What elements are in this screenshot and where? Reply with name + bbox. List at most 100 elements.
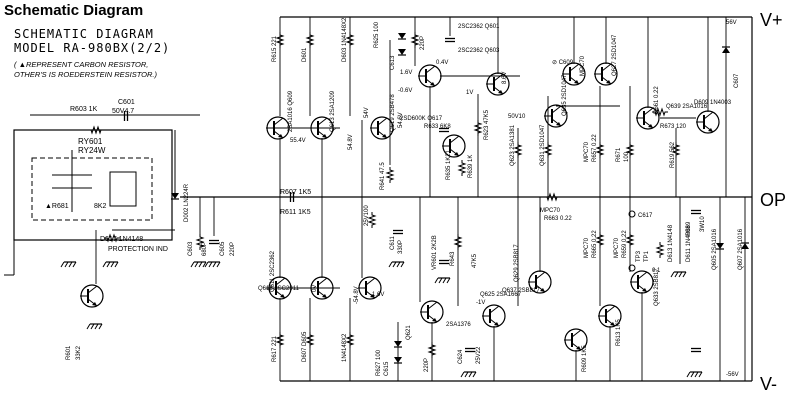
- d611-label: Q607 2SA1016: [738, 228, 744, 270]
- c603-value: 220P: [230, 242, 236, 256]
- r661-label: R657 0.22: [592, 134, 598, 162]
- r615-label: D603 1N4148X2: [342, 17, 348, 62]
- q609-label: Q619 2SB478: [390, 94, 396, 132]
- c607-value: 330P: [398, 240, 404, 254]
- r601-value: 680P: [202, 242, 208, 256]
- r617-label: 1N4148X2: [342, 333, 348, 362]
- tp3-point: [628, 210, 636, 218]
- c605-value: R611 1K5: [280, 209, 311, 216]
- c613-label: 2SC2362 Q601: [458, 24, 500, 30]
- protection-label: R601: [66, 345, 72, 360]
- r623-label: R641 47.5: [380, 162, 386, 190]
- rail-56v-label: 56V: [726, 20, 737, 26]
- q621-symbol: [481, 304, 506, 328]
- transistors: [79, 62, 720, 352]
- c603-label: C605: [220, 241, 226, 256]
- r643-value: R663 0.22: [544, 216, 572, 222]
- tp1-point: [628, 264, 636, 272]
- q601-label: 2SA1016 Q609: [288, 90, 294, 132]
- c615-value: 25V22: [476, 346, 482, 364]
- r625-label: 220P: [420, 36, 426, 50]
- q617-label: R635 1K21: [446, 149, 452, 180]
- q623-label: Q635 2SD1047: [562, 74, 568, 116]
- q619-label: 8.6V: [502, 72, 508, 84]
- c605-label: R607 1K5: [280, 189, 311, 196]
- relay-block: [4, 114, 200, 276]
- r681-label: D617 1N4148: [100, 236, 143, 243]
- q611-label: -54.8V: [354, 286, 360, 304]
- q633-label: R613 1K5: [616, 319, 622, 346]
- r659-label: TP1: [644, 250, 650, 262]
- c613-value: 2SC2362 Q603: [458, 48, 500, 54]
- rail-lines: [180, 16, 753, 382]
- q625-label: Q629 2SB817: [514, 244, 520, 282]
- q615-symbol: [419, 300, 444, 324]
- d613-label: Q605 2SA1016: [712, 228, 718, 270]
- r671-value: R673 120: [660, 124, 687, 130]
- voltage-0: Q615 2SC2911: [258, 286, 300, 292]
- r663-label: R665 0.22: [592, 230, 598, 258]
- q613-label: -0.6V: [398, 88, 412, 94]
- r619-label: 25V100: [364, 205, 370, 226]
- voltage-neg1: Q637 2SB817: [502, 288, 540, 294]
- c617-label: R669: [686, 221, 692, 236]
- r671-label: Q639 2SA1016: [666, 104, 708, 110]
- d603-label: C613: [390, 55, 396, 70]
- q603-label: Q613 2SA1209: [330, 90, 336, 132]
- r607-label: R615 221: [272, 35, 278, 62]
- r641-label: Q631 2SD1047: [540, 124, 546, 166]
- r613-label: D607 D605: [302, 331, 308, 362]
- component-labels: R603 1K C601 50V4.7 RY601 RY24W D617 1N4…: [66, 17, 744, 376]
- q637-label: R609 1K5: [582, 345, 588, 372]
- voltage-neg548: -1.6V: [370, 292, 384, 298]
- c609-value: R633 6K8: [424, 124, 451, 130]
- q629-symbol: [629, 270, 654, 294]
- ry24w-label: RY24W: [78, 146, 106, 155]
- q631-label: Q627 2SD1047: [612, 34, 618, 76]
- mpc70-a: MPC70: [584, 141, 590, 162]
- model-label: MODEL RA-980BX(2/2): [14, 41, 171, 55]
- voltage-554: 54V: [364, 107, 370, 118]
- voltage-546: 0.4V: [436, 60, 448, 66]
- rail-vminus-label: V-: [760, 374, 777, 394]
- voltage-neg16: 2SA1376: [446, 322, 471, 328]
- voltage-548: 54.6V: [398, 112, 404, 128]
- r681-value: PROTECTION IND: [108, 246, 168, 253]
- r611-label: D601: [302, 47, 308, 62]
- q613-symbol: [417, 64, 442, 88]
- q639-symbol: [695, 110, 720, 134]
- voltage-neg06: 55.4V: [290, 138, 306, 144]
- rail-vplus-label: V+: [760, 10, 783, 30]
- q607-label: 0V: [312, 285, 318, 292]
- note-line-1: ( ▲REPRESENT CARBON RESISTOR,: [14, 60, 149, 69]
- r669-label: D613 1N4148: [668, 224, 674, 262]
- q629-label: Q633 2SB817: [654, 268, 660, 306]
- c611-value: R643: [450, 251, 456, 266]
- header: Schematic Diagram: [4, 3, 143, 18]
- q605-label: Q611 2SC2362: [270, 250, 276, 292]
- diagram-subtitle: SCHEMATIC DIAGRAM: [14, 27, 154, 41]
- d002-label: 33K2: [76, 345, 82, 360]
- c609-label: 2SD600K Q617: [400, 116, 443, 122]
- r627-label: 220P: [424, 358, 430, 372]
- relay-off-label: ▲R681: [45, 203, 69, 210]
- q621-label: Q625 2SA1667: [480, 292, 522, 298]
- d609-label: C607: [734, 73, 740, 88]
- vr601-label: 47K5: [472, 253, 478, 268]
- c617-value: 3W10: [700, 216, 706, 232]
- r657-label: 100: [624, 151, 630, 162]
- d617-label: D002 LN224R: [184, 183, 190, 222]
- c601-label: C601: [118, 99, 135, 106]
- rail-neg56v-label: -56V: [726, 372, 739, 378]
- mpc70-c: MPC70: [584, 237, 590, 258]
- tp1-label: 0.1: [652, 268, 661, 274]
- q639-label: D609 1N4003: [694, 100, 732, 106]
- r609-label: R617 221: [272, 335, 278, 362]
- tp3-label: C617: [638, 213, 653, 219]
- r635-label: R639 1K: [468, 155, 474, 178]
- voltage-04: ⊘ C609: [552, 60, 574, 66]
- rail-output-label: OP: [760, 190, 786, 210]
- voltage-54: 1.6V: [400, 70, 412, 76]
- misc-components: [60, 32, 750, 378]
